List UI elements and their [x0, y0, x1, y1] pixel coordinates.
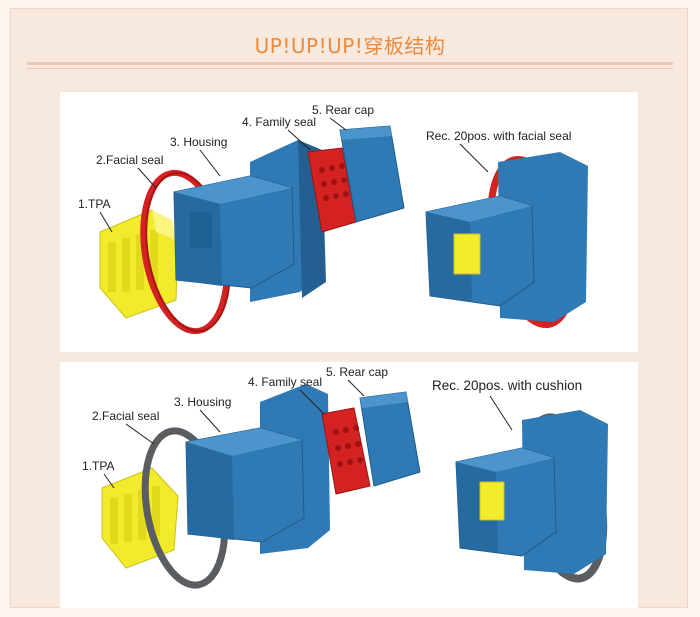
diagram-panel-facial-seal: 1.TPA 2.Facial seal 3. Housing 4. Family… — [60, 92, 638, 352]
label-housing: 3. Housing — [174, 395, 231, 409]
leader-rear-cap — [347, 379, 365, 397]
tpa-part — [99, 209, 179, 319]
rear-cap-part — [339, 125, 405, 223]
label-rear-cap: 5. Rear cap — [326, 365, 388, 379]
label-facial-seal: 2.Facial seal — [92, 409, 159, 423]
tpa-part — [101, 467, 179, 569]
diagram-panel-cushion: 1.TPA 2.Facial seal 3. Housing 4. Family… — [60, 362, 638, 608]
label-family-seal: 4. Family seal — [242, 115, 316, 129]
leader-family-seal — [287, 129, 311, 151]
leader-assembled — [489, 395, 513, 431]
label-tpa: 1.TPA — [82, 459, 114, 473]
housing-part — [185, 384, 330, 554]
label-family-seal: 4. Family seal — [248, 375, 322, 389]
assembled-connector-cushion — [455, 410, 608, 583]
label-housing: 3. Housing — [170, 135, 227, 149]
assembled-connector-facial-seal — [425, 152, 588, 329]
label-assembled: Rec. 20pos. with facial seal — [426, 129, 571, 143]
exploded-view-facial-seal: 1.TPA 2.Facial seal 3. Housing 4. Family… — [78, 103, 588, 335]
leader-facial-seal — [137, 167, 157, 189]
leader-assembled — [459, 143, 489, 173]
leader-housing — [199, 149, 221, 177]
leader-rear-cap — [329, 117, 347, 131]
leader-tpa — [103, 473, 115, 489]
leader-facial-seal — [125, 423, 155, 445]
leader-family-seal — [299, 389, 325, 415]
leader-housing — [199, 409, 221, 433]
title-divider-thin — [27, 68, 673, 69]
family-seal-part — [307, 147, 357, 233]
title-divider — [27, 62, 673, 65]
label-rear-cap: 5. Rear cap — [312, 103, 374, 117]
page-title: UP!UP!UP!穿板结构 — [254, 34, 446, 58]
leader-tpa — [99, 211, 113, 233]
family-seal-part — [321, 407, 371, 495]
housing-part — [173, 140, 326, 302]
label-facial-seal: 2.Facial seal — [96, 153, 163, 167]
label-tpa: 1.TPA — [78, 197, 110, 211]
rear-cap-part — [359, 391, 421, 487]
label-assembled: Rec. 20pos. with cushion — [432, 378, 582, 393]
exploded-view-cushion: 1.TPA 2.Facial seal 3. Housing 4. Family… — [82, 365, 608, 589]
